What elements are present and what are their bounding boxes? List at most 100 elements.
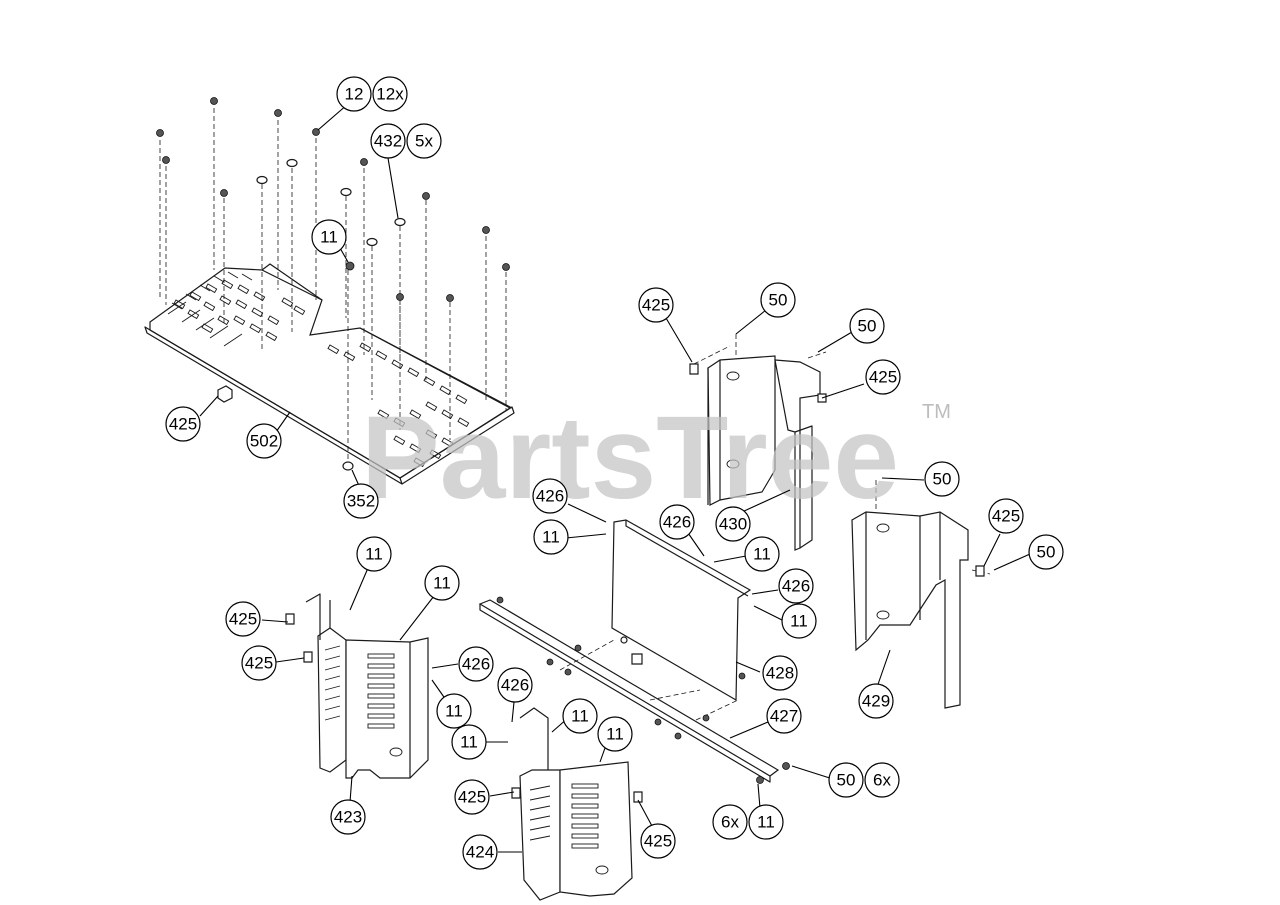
- callout-circle: [458, 646, 494, 682]
- callout-circle: [533, 519, 569, 555]
- callout-circle: [330, 799, 366, 835]
- callout-circle: [712, 804, 748, 840]
- callout-circle: [311, 219, 347, 255]
- callout-label: 50: [858, 317, 877, 336]
- callout-c32: 423: [330, 799, 366, 835]
- callout-label: 425: [245, 654, 273, 673]
- callout-circle: [372, 76, 408, 112]
- callout-c3: 11: [311, 219, 347, 255]
- callout-c23: 427: [766, 698, 802, 734]
- callout-c25: 6x 11: [712, 804, 784, 840]
- callout-label: 425: [992, 507, 1020, 526]
- callout-c27: 425: [225, 601, 261, 637]
- callout-circle: [462, 834, 498, 870]
- callout-label: 6x: [873, 771, 891, 790]
- callout-circle: [924, 461, 960, 497]
- callout-label: 424: [466, 843, 494, 862]
- floor-plate-part: [144, 263, 515, 485]
- callout-c36: 11: [597, 716, 633, 752]
- callout-circle: [858, 683, 894, 719]
- callout-label: 426: [462, 655, 490, 674]
- callout-circle: [436, 693, 472, 729]
- callout-circle: [762, 655, 798, 691]
- callout-circle: [748, 804, 784, 840]
- callout-label: 11: [433, 574, 451, 593]
- rail-427-part: [478, 596, 790, 784]
- callout-circle: [638, 287, 674, 323]
- callout-label: 352: [347, 492, 375, 511]
- callout-label: 5x: [415, 132, 433, 151]
- callout-c8: 50: [760, 282, 796, 318]
- callout-label: 426: [663, 513, 691, 532]
- callout-label: 6x: [721, 813, 739, 832]
- callout-circle: [454, 779, 490, 815]
- callout-circle: [760, 282, 796, 318]
- callout-circle: [241, 645, 277, 681]
- callout-circle: [715, 506, 751, 542]
- side-panel-429-part: [851, 480, 991, 709]
- callout-circle: [370, 123, 406, 159]
- callout-label: 11: [753, 545, 771, 564]
- callout-label: 50: [769, 291, 788, 310]
- callout-c5: 502: [246, 423, 282, 459]
- callout-label: 12x: [376, 85, 404, 104]
- callout-label: 11: [320, 228, 338, 247]
- callout-label: 11: [542, 528, 560, 547]
- callout-circle: [766, 698, 802, 734]
- callout-c31: 11: [436, 693, 472, 729]
- callout-label: 425: [644, 832, 672, 851]
- callout-label: 50: [1037, 543, 1056, 562]
- callout-circle: [336, 76, 372, 112]
- callout-label: 426: [536, 487, 564, 506]
- callout-circle: [562, 698, 598, 734]
- callout-circle: [864, 762, 900, 798]
- callout-c21: 11: [781, 603, 817, 639]
- callout-label: 425: [169, 415, 197, 434]
- callout-c38: 425: [640, 823, 676, 859]
- callout-c7: 425: [638, 287, 674, 323]
- panel-428-part: [611, 519, 752, 702]
- callout-c30: 426: [458, 646, 494, 682]
- grille-423-part: [285, 593, 429, 779]
- callout-c13: 425: [988, 498, 1024, 534]
- callout-label: 11: [365, 545, 383, 564]
- callout-circle: [356, 536, 392, 572]
- callout-c28: 425: [241, 645, 277, 681]
- callout-c34: 11: [451, 724, 487, 760]
- watermark-text: PartsTree: [361, 392, 899, 524]
- callout-label: 502: [250, 432, 278, 451]
- callout-circle: [406, 123, 442, 159]
- callout-c29: 11: [424, 565, 460, 601]
- callout-label: 11: [757, 813, 775, 832]
- callout-c11: 430: [715, 506, 751, 542]
- callout-label: 11: [445, 702, 463, 721]
- callout-c19: 11: [744, 536, 780, 572]
- callout-label: 425: [869, 368, 897, 387]
- callout-label: 50: [933, 470, 952, 489]
- callout-circle: [1028, 534, 1064, 570]
- callout-label: 11: [460, 733, 478, 752]
- callout-label: 11: [571, 707, 589, 726]
- callout-c12: 50: [924, 461, 960, 497]
- callout-c10: 425: [865, 359, 901, 395]
- callout-c26: 11: [356, 536, 392, 572]
- callout-circle: [781, 603, 817, 639]
- callout-label: 426: [501, 676, 529, 695]
- callout-circle: [865, 359, 901, 395]
- floor-bolts-part: [156, 97, 510, 471]
- callout-label: 425: [458, 788, 486, 807]
- callout-label: 423: [334, 808, 362, 827]
- callout-label: 428: [766, 664, 794, 683]
- callout-circle: [744, 536, 780, 572]
- callout-circle: [849, 308, 885, 344]
- callout-circle: [225, 601, 261, 637]
- callout-circle: [165, 406, 201, 442]
- callout-circle: [424, 565, 460, 601]
- callout-c6: 352: [343, 483, 379, 519]
- callout-circle: [828, 762, 864, 798]
- callout-label: 427: [770, 707, 798, 726]
- callout-circle: [246, 423, 282, 459]
- callout-circle: [597, 716, 633, 752]
